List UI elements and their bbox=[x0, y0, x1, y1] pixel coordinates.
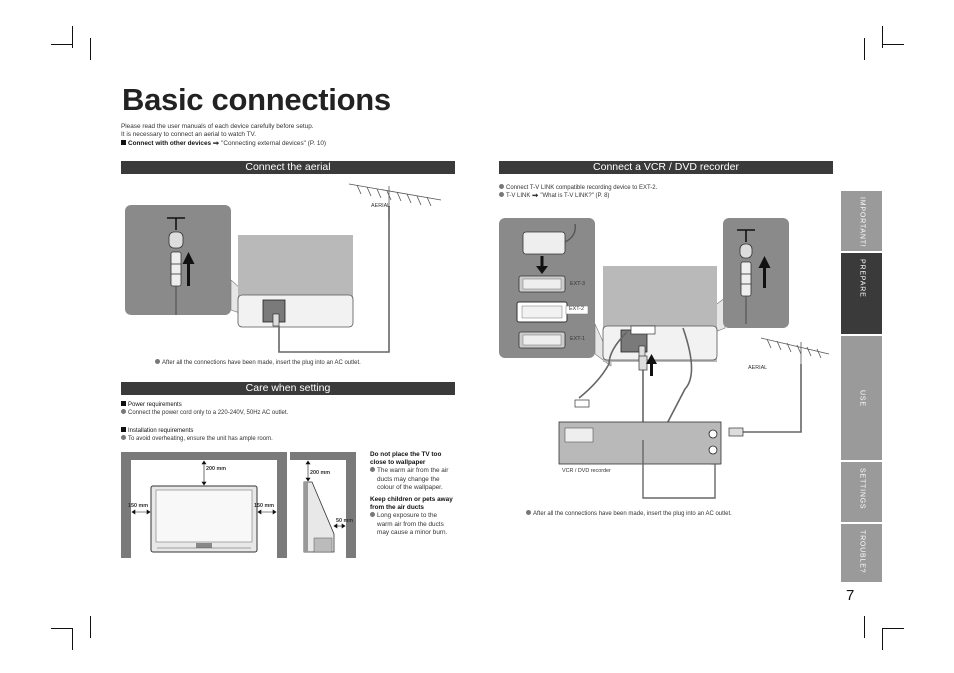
vcr-note-1: Connect T-V LINK compatible recording de… bbox=[506, 185, 658, 192]
vcr-connection-diagram bbox=[499, 218, 830, 499]
square-bullet-icon bbox=[121, 427, 126, 432]
round-bullet-icon bbox=[121, 434, 126, 440]
warn-children-text: Long exposure to the warm air from the d… bbox=[370, 512, 454, 537]
vcr-aerial-label: AERIAL bbox=[748, 365, 768, 371]
installation-requirements: Installation requirements To avoid overh… bbox=[121, 427, 273, 444]
aerial-ac-note-text: After all the connections have been made… bbox=[162, 360, 361, 367]
pointer-arrow-icon bbox=[532, 193, 539, 198]
dim-top-label: 200 mm bbox=[206, 466, 227, 472]
dim-left-label: 150 mm bbox=[128, 503, 149, 509]
dim-side-top-label: 200 mm bbox=[310, 470, 331, 476]
aerial-antenna-icon bbox=[760, 337, 830, 364]
crop-mark bbox=[882, 44, 904, 45]
crop-mark bbox=[882, 628, 883, 650]
scart-socket-ext1 bbox=[518, 331, 566, 349]
scart-socket-ext3 bbox=[518, 275, 566, 293]
down-arrow-icon bbox=[536, 256, 548, 274]
warn-children-body: Long exposure to the warm air from the d… bbox=[377, 512, 448, 536]
care-setting-heading: Care when setting bbox=[121, 382, 455, 395]
round-bullet-icon bbox=[499, 191, 504, 197]
warn-wallpaper-heading: Do not place the TV too close to wallpap… bbox=[370, 451, 442, 467]
tab-prepare-label: PREPARE bbox=[858, 259, 865, 298]
tab-prepare[interactable]: PREPARE bbox=[841, 253, 882, 334]
front-clearance-diagram bbox=[121, 452, 287, 558]
tv-link-label: T-V LINK bbox=[506, 192, 531, 199]
recorder-label: VCR / DVD recorder bbox=[562, 468, 611, 474]
round-bullet-icon bbox=[370, 467, 375, 473]
page-title: Basic connections bbox=[122, 82, 391, 117]
side-clearance-diagram bbox=[290, 452, 356, 558]
square-bullet-icon bbox=[121, 139, 126, 145]
aerial-socket-icon bbox=[167, 217, 185, 230]
aerial-connection-diagram bbox=[125, 183, 442, 353]
crop-mark bbox=[90, 616, 91, 638]
crop-mark bbox=[882, 26, 883, 48]
aerial-socket-icon bbox=[737, 229, 755, 242]
up-arrow-icon bbox=[182, 252, 195, 286]
tab-use[interactable]: USE bbox=[841, 336, 882, 460]
intro-line-2: It is necessary to connect an aerial to … bbox=[121, 131, 256, 139]
square-bullet-icon bbox=[121, 401, 126, 406]
aerial-plug-icon bbox=[168, 231, 184, 315]
crop-mark bbox=[72, 26, 73, 48]
crop-mark bbox=[864, 38, 865, 60]
vcr-ac-note-text: After all the connections have been made… bbox=[533, 511, 732, 518]
intro-line-1: Please read the user manuals of each dev… bbox=[121, 123, 314, 130]
ext3-label: EXT-3 bbox=[570, 281, 585, 287]
warn-children-heading: Keep children or pets away from the air … bbox=[370, 496, 453, 512]
aerial-antenna-icon bbox=[348, 183, 442, 220]
crop-mark bbox=[90, 38, 91, 60]
ext2-label: EXT-2 bbox=[569, 306, 584, 312]
vcr-notes: Connect T-V LINK compatible recording de… bbox=[499, 184, 658, 201]
warn-wallpaper-text: The warm air from the air ducts may chan… bbox=[370, 467, 454, 492]
tab-settings[interactable]: SETTINGS bbox=[841, 462, 882, 522]
scart-socket-ext2 bbox=[516, 301, 568, 323]
round-bullet-icon bbox=[526, 510, 531, 515]
round-bullet-icon bbox=[121, 408, 126, 414]
aerial-plug-icon bbox=[739, 243, 753, 324]
aerial-ac-note: After all the connections have been made… bbox=[155, 359, 361, 368]
warn-wallpaper-body: The warm air from the air ducts may chan… bbox=[377, 467, 449, 491]
intro-link-line: Connect with other devices "Connecting ex… bbox=[121, 139, 327, 148]
tab-settings-label: SETTINGS bbox=[858, 468, 865, 510]
aerial-cable bbox=[278, 206, 390, 353]
scart-plug-icon bbox=[522, 223, 576, 255]
care-warnings: Do not place the TV too close to wallpap… bbox=[370, 451, 454, 541]
round-bullet-icon bbox=[155, 359, 160, 364]
dim-right-label: 150 mm bbox=[254, 503, 275, 509]
up-arrow-icon bbox=[758, 256, 771, 288]
tab-trouble[interactable]: TROUBLE? bbox=[841, 524, 882, 582]
aerial-label: AERIAL bbox=[371, 203, 391, 209]
power-note: Connect the power cord only to a 220-240… bbox=[128, 409, 289, 416]
ext1-label: EXT-1 bbox=[570, 336, 585, 342]
round-bullet-icon bbox=[499, 184, 504, 189]
install-heading: Installation requirements bbox=[128, 428, 194, 435]
tab-use-label: USE bbox=[858, 390, 865, 407]
aerial-plug-inset bbox=[723, 218, 789, 328]
tv-link-ref[interactable]: "What is T-V LINK?" (P. 8) bbox=[540, 192, 610, 199]
crop-mark bbox=[72, 628, 73, 650]
connect-devices-link[interactable]: Connect with other devices bbox=[128, 139, 212, 147]
crop-mark bbox=[864, 616, 865, 638]
crop-mark bbox=[882, 628, 904, 629]
crop-mark bbox=[51, 44, 73, 45]
page-number: 7 bbox=[846, 587, 855, 604]
tab-important-label: IMPORTANT! bbox=[858, 197, 865, 248]
connect-aerial-heading: Connect the aerial bbox=[121, 161, 455, 174]
connect-devices-ref: "Connecting external devices" (P. 10) bbox=[221, 139, 327, 147]
connect-vcr-heading: Connect a VCR / DVD recorder bbox=[499, 161, 833, 174]
dim-side-back-label: 50 mm bbox=[336, 518, 354, 524]
install-note: To avoid overheating, ensure the unit ha… bbox=[128, 435, 273, 442]
vcr-ac-note: After all the connections have been made… bbox=[526, 510, 732, 519]
intro-text: Please read the user manuals of each dev… bbox=[121, 123, 326, 148]
tab-important[interactable]: IMPORTANT! bbox=[841, 191, 882, 251]
crop-mark bbox=[51, 628, 73, 629]
power-requirements: Power requirements Connect the power cor… bbox=[121, 401, 289, 418]
power-heading: Power requirements bbox=[128, 402, 182, 409]
tab-trouble-label: TROUBLE? bbox=[858, 530, 865, 574]
round-bullet-icon bbox=[370, 512, 375, 518]
pointer-arrow-icon bbox=[213, 141, 220, 146]
